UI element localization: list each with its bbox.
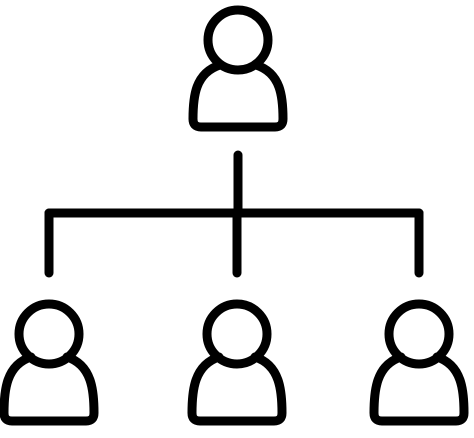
person-body-root (188, 60, 288, 132)
person-icon-child-middle (187, 299, 287, 426)
person-head-child-middle (202, 299, 272, 369)
person-body-child-right (369, 352, 469, 426)
person-icon-root (188, 5, 288, 132)
person-icon-child-right (369, 299, 469, 426)
person-body-child-middle (187, 352, 287, 426)
connector-lines (44, 150, 424, 278)
person-head-child-right (384, 299, 454, 369)
person-head-child-left (14, 299, 84, 369)
person-body-child-left (0, 352, 99, 426)
people-nodes (0, 5, 469, 426)
person-head-root (203, 5, 273, 75)
person-icon-child-left (0, 299, 99, 426)
